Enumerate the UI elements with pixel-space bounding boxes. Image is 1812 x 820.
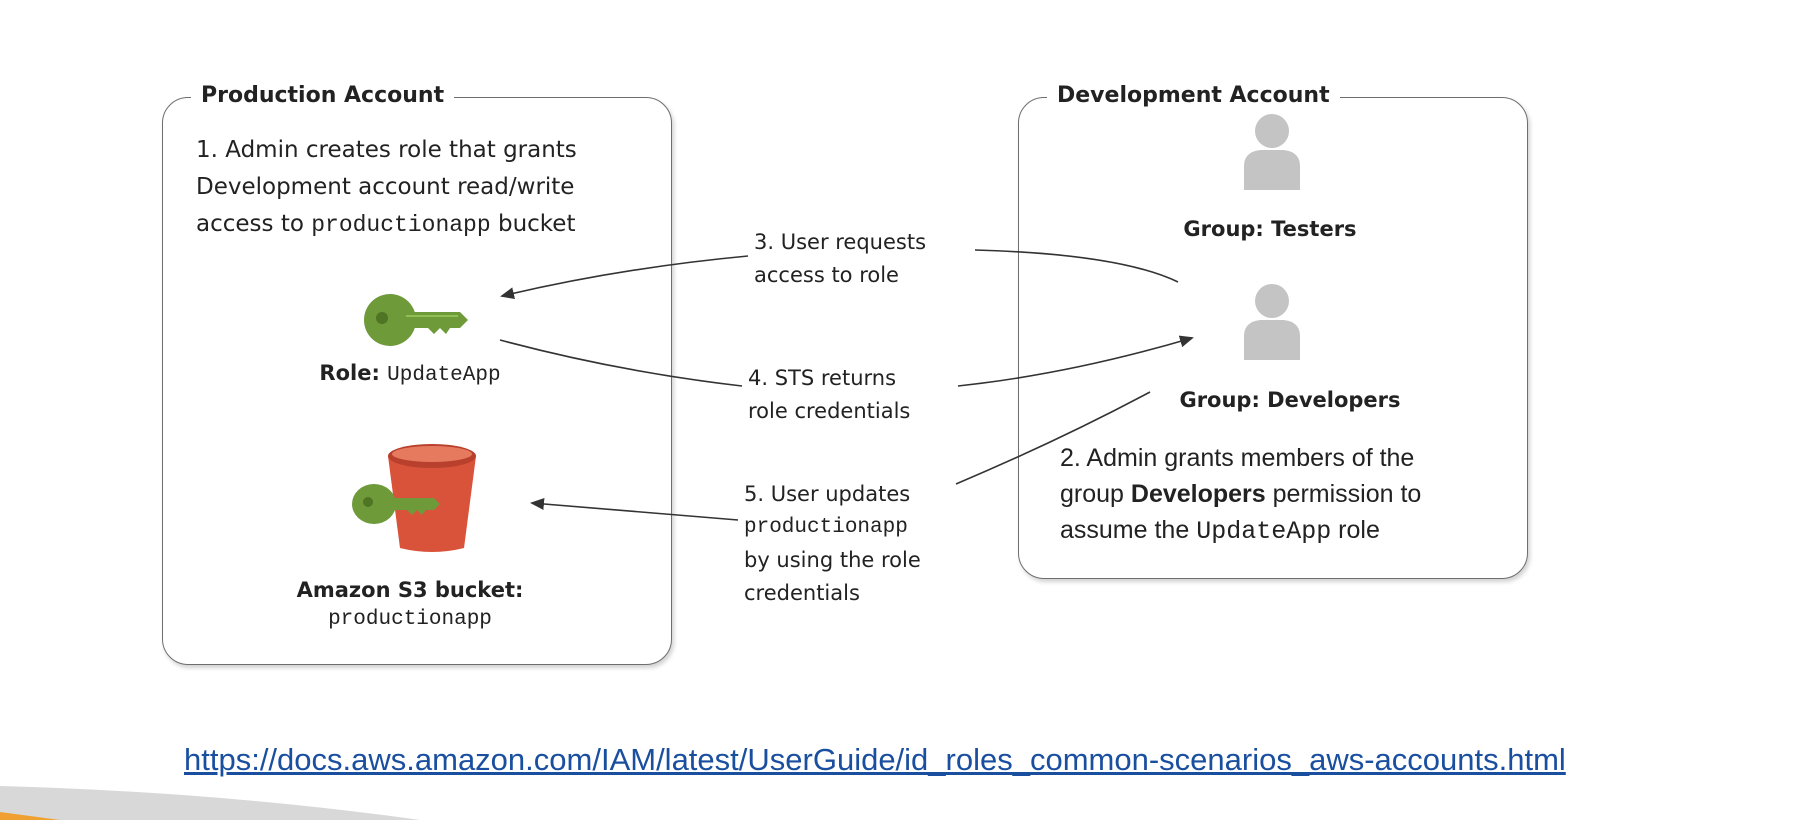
development-step2-text: 2. Admin grants members of the group Dev… [1060, 444, 1422, 546]
step5-label: 5. User updates productionapp by using t… [744, 482, 921, 605]
arrow-step3-out [974, 249, 1179, 283]
production-account-title: Production Account [191, 83, 455, 108]
production-step1-text: 1. Admin creates role that grants Develo… [196, 137, 577, 238]
step4-label: 4. STS returns role credentials [748, 366, 911, 423]
footer-accent [0, 786, 420, 820]
role-label: Role: UpdateApp [319, 361, 501, 387]
group-testers-label: Group: Testers [1183, 217, 1357, 241]
s3-bucket-icon [352, 444, 476, 552]
group-developers-label: Group: Developers [1179, 388, 1401, 412]
docs-link[interactable]: https://docs.aws.amazon.com/IAM/latest/U… [184, 742, 1566, 777]
arrow-step5-out [955, 391, 1151, 485]
step3-label: 3. User requests access to role [754, 230, 927, 287]
arrow-step4-out [499, 339, 743, 387]
arrow-step4-in [957, 335, 1194, 387]
user-icon [1244, 114, 1300, 190]
user-icon [1244, 284, 1300, 360]
development-account-title: Development Account [1047, 83, 1340, 108]
arrow-step5-in [530, 498, 739, 521]
arrow-step3-in [500, 255, 749, 300]
production-account-box: Production Account [162, 83, 672, 665]
key-icon [364, 294, 468, 346]
s3-bucket-label: Amazon S3 bucket: productionapp [296, 578, 524, 631]
